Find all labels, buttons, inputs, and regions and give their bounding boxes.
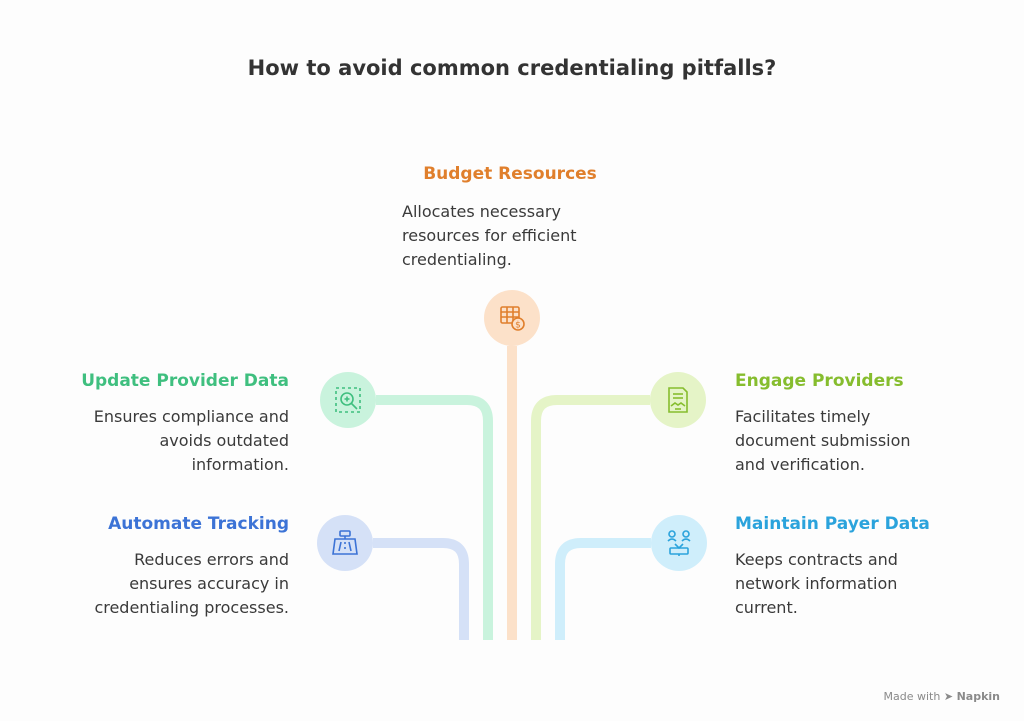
automate-description: Reduces errors and ensures accuracy in c…	[30, 548, 289, 620]
budget-heading: Budget Resources	[423, 164, 597, 184]
napkin-logo-icon: ➤	[943, 690, 954, 703]
maintain-icon-circle	[651, 515, 707, 571]
engage-description: Facilitates timely document submission a…	[735, 405, 995, 477]
maintain-line-3: current.	[735, 598, 798, 617]
automate-heading: Automate Tracking	[108, 514, 289, 534]
update-line-3: information.	[191, 455, 289, 474]
update-icon-circle	[320, 372, 376, 428]
update-line-1: Ensures compliance and	[93, 407, 289, 426]
automate-line-1: Reduces errors and	[134, 550, 289, 569]
update-line-2: avoids outdated	[159, 431, 289, 450]
watermark-prefix: Made with	[883, 690, 941, 703]
maintain-line-2: network information	[735, 574, 898, 593]
update-description: Ensures compliance and avoids outdated i…	[30, 405, 289, 477]
update-heading: Update Provider Data	[81, 371, 289, 391]
road-sign-icon	[332, 530, 358, 555]
budget-icon-circle: $	[484, 290, 540, 346]
engage-heading: Engage Providers	[735, 371, 904, 391]
engage-line-2: document submission	[735, 431, 911, 450]
automate-connector	[373, 538, 469, 640]
automate-icon-circle	[317, 515, 373, 571]
update-connector	[376, 395, 493, 640]
document-handshake-icon	[668, 387, 688, 413]
napkin-watermark[interactable]: Made with ➤ Napkin	[884, 690, 1000, 703]
engage-connector	[531, 395, 650, 640]
automate-line-3: credentialing processes.	[94, 598, 289, 617]
budget-line-1: Allocates necessary	[402, 202, 561, 221]
engage-line-3: and verification.	[735, 455, 865, 474]
maintain-line-1: Keeps contracts and	[735, 550, 898, 569]
engage-line-1: Facilitates timely	[735, 407, 871, 426]
automate-line-2: ensures accuracy in	[129, 574, 289, 593]
engage-icon-circle	[650, 372, 706, 428]
search-frame-icon	[335, 387, 361, 413]
budget-line-2: resources for efficient	[402, 226, 577, 245]
svg-text:$: $	[515, 321, 521, 331]
maintain-heading: Maintain Payer Data	[735, 514, 930, 534]
spreadsheet-dollar-icon: $	[500, 306, 525, 331]
maintain-description: Keeps contracts and network information …	[735, 548, 995, 620]
page-title: How to avoid common credentialing pitfal…	[247, 56, 777, 80]
watermark-brand: Napkin	[956, 690, 1000, 703]
maintain-connector	[555, 538, 651, 640]
budget-line-3: credentialing.	[402, 250, 512, 269]
people-exchange-icon	[667, 530, 691, 556]
budget-description: Allocates necessary resources for effici…	[402, 200, 642, 272]
